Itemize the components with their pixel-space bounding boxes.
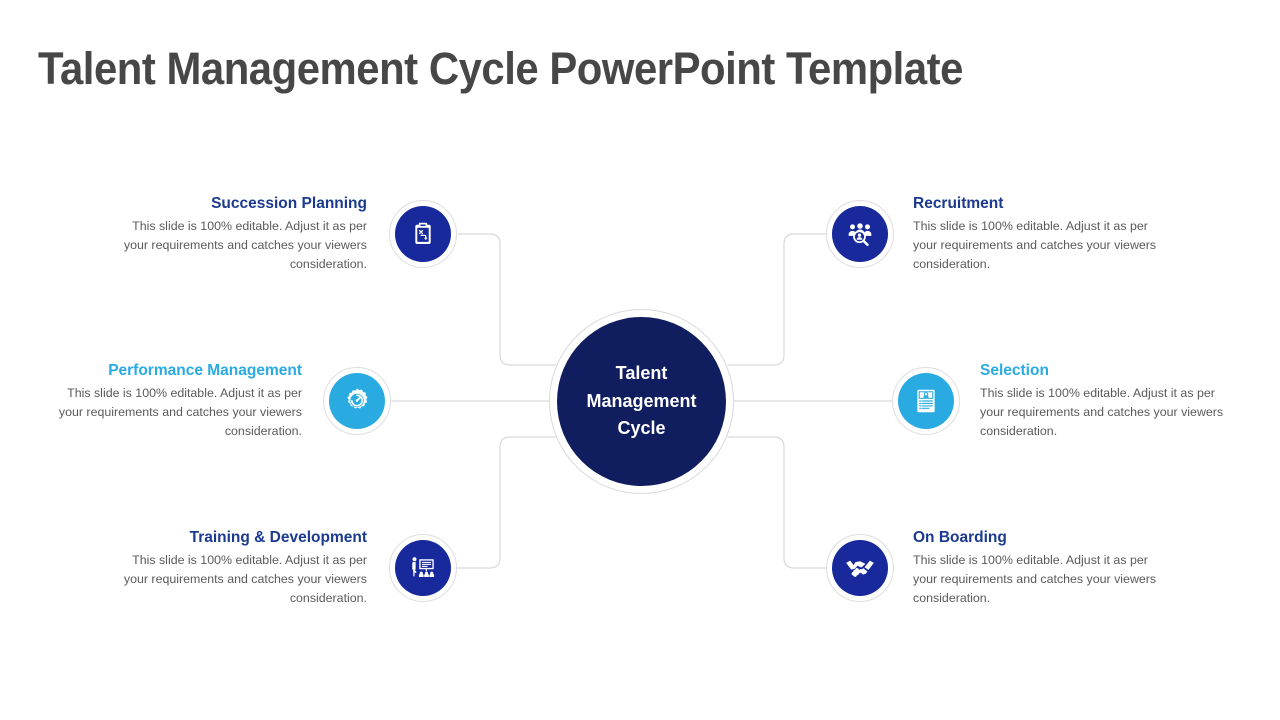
icon-circle-performance-management[interactable] — [329, 373, 385, 429]
text-block-on-boarding: On Boarding This slide is 100% editable.… — [913, 528, 1175, 607]
icon-circle-selection[interactable] — [898, 373, 954, 429]
training-presentation-icon — [408, 553, 438, 583]
text-block-succession-planning: Succession Planning This slide is 100% e… — [105, 194, 367, 273]
body-on-boarding: This slide is 100% editable. Adjust it a… — [913, 553, 1157, 605]
handshake-icon — [844, 552, 876, 584]
body-succession-planning: This slide is 100% editable. Adjust it a… — [123, 219, 367, 271]
resume-document-icon — [912, 387, 940, 415]
center-hub-line-2: Management — [586, 390, 697, 411]
gear-speedometer-icon — [342, 386, 372, 416]
center-hub-line-1: Talent — [615, 362, 668, 383]
heading-selection: Selection — [980, 362, 1049, 379]
heading-on-boarding: On Boarding — [913, 529, 1007, 546]
text-block-recruitment: Recruitment This slide is 100% editable.… — [913, 194, 1175, 273]
connector-succession-planning — [457, 233, 557, 366]
text-block-selection: Selection This slide is 100% editable. A… — [980, 361, 1242, 440]
heading-training-development: Training & Development — [189, 529, 367, 546]
connector-training-development — [457, 436, 557, 569]
heading-succession-planning: Succession Planning — [211, 195, 367, 212]
page-title: Talent Management Cycle PowerPoint Templ… — [38, 43, 963, 94]
connector-on-boarding — [727, 436, 827, 569]
heading-performance-management: Performance Management — [108, 362, 302, 379]
body-recruitment: This slide is 100% editable. Adjust it a… — [913, 219, 1157, 271]
text-block-training-development: Training & Development This slide is 100… — [105, 528, 367, 607]
people-search-icon — [845, 219, 875, 249]
center-hub-line-3: Cycle — [617, 418, 666, 439]
icon-circle-recruitment[interactable] — [832, 206, 888, 262]
body-selection: This slide is 100% editable. Adjust it a… — [980, 386, 1224, 438]
icon-circle-training-development[interactable] — [395, 540, 451, 596]
body-performance-management: This slide is 100% editable. Adjust it a… — [58, 386, 302, 438]
icon-circle-succession-planning[interactable] — [395, 206, 451, 262]
body-training-development: This slide is 100% editable. Adjust it a… — [123, 553, 367, 605]
center-hub-label: Talent Management Cycle — [572, 360, 710, 444]
heading-recruitment: Recruitment — [913, 195, 1004, 212]
clipboard-strategy-icon — [409, 220, 437, 248]
connector-recruitment — [727, 233, 827, 366]
icon-circle-on-boarding[interactable] — [832, 540, 888, 596]
center-hub[interactable]: Talent Management Cycle — [557, 317, 726, 486]
text-block-performance-management: Performance Management This slide is 100… — [40, 361, 302, 440]
